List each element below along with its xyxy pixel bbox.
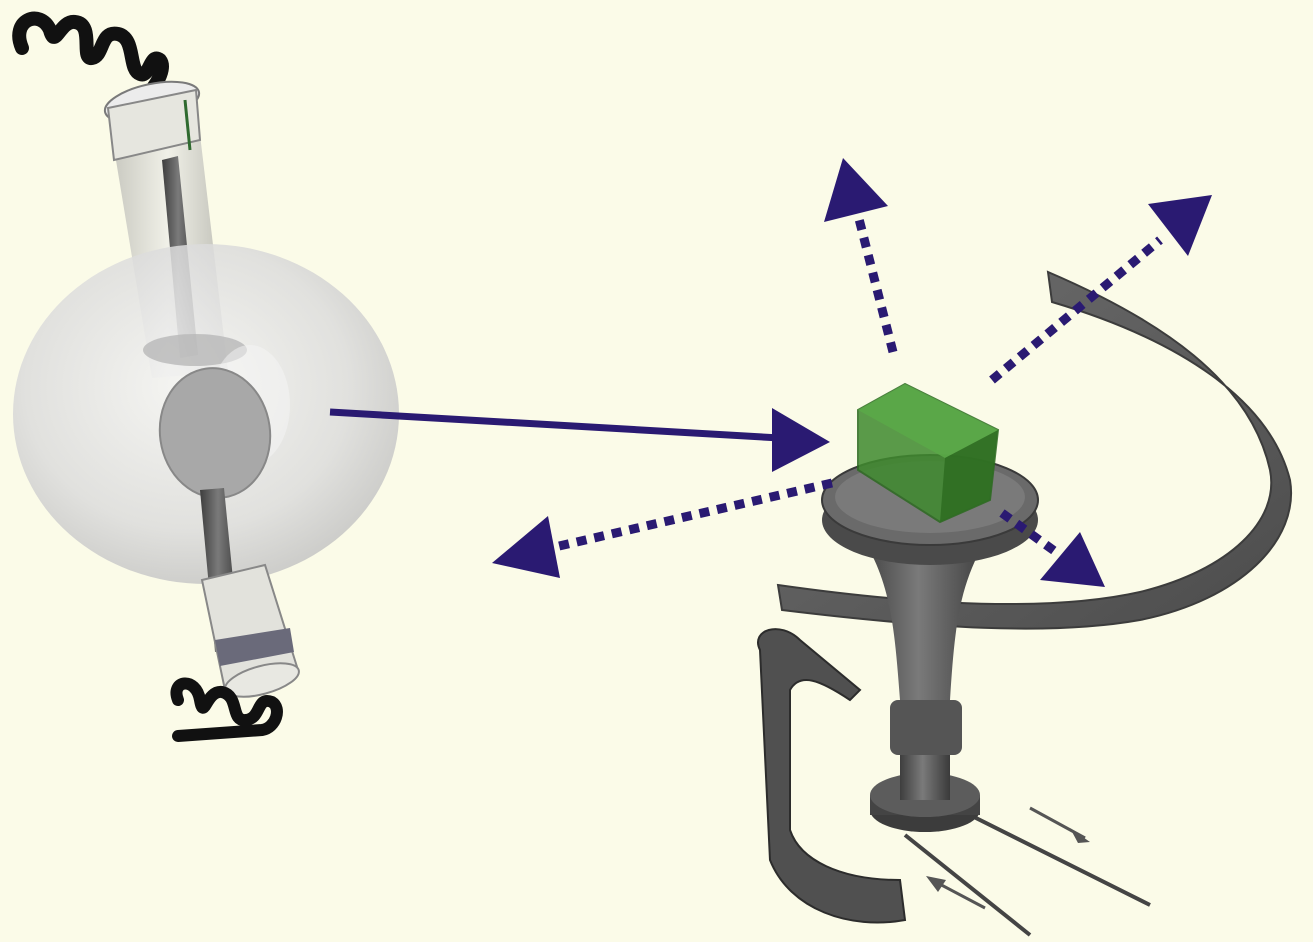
diffracted-beam-lower-right: [999, 509, 1105, 587]
translation-arrow-right: [1029, 806, 1090, 843]
top-coil-icon: [12, 11, 169, 107]
translation-arrow-left: [926, 876, 986, 910]
crystal-icon: [857, 382, 1000, 524]
diffracted-beam-left: [492, 478, 834, 578]
incident-beam-arrow: [329, 408, 830, 472]
rotation-band-icon: [776, 270, 1293, 630]
diffracted-beam-up: [824, 158, 898, 354]
c-clamp: [757, 628, 907, 924]
diffracted-beam-upper-right: [989, 195, 1212, 384]
xray-tube-icon: [12, 11, 399, 742]
goniometer-icon: [757, 454, 1151, 937]
bottom-coil-icon: [170, 677, 283, 742]
rail-2: [903, 833, 1032, 937]
